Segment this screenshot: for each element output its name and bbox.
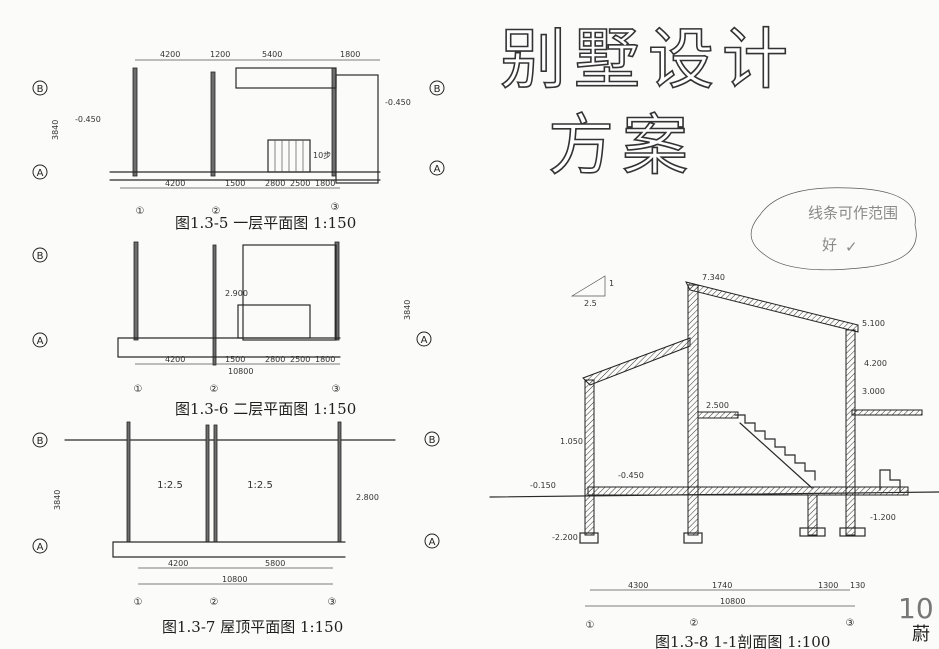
grid-row-label: A <box>37 542 44 553</box>
grid-row-label: A <box>429 537 436 548</box>
title-line-2: 方案 <box>548 107 696 184</box>
dim: 2500 <box>290 355 310 364</box>
wall <box>334 241 340 341</box>
stair-label: 10步 <box>313 151 331 160</box>
check-mark-icon: ✓ <box>845 238 858 256</box>
grid-axis-label: ③ <box>331 202 340 213</box>
grid-row-label: B <box>429 435 436 446</box>
dim: 2500 <box>290 179 310 188</box>
elevation-label: -0.450 <box>618 471 644 480</box>
roof-plan: 1:2.5 1:2.5 2.800 3840 4200 5800 10800 B… <box>32 421 440 636</box>
grid-row-label: B <box>434 84 441 95</box>
elevation-label: -0.450 <box>385 98 411 107</box>
dim: 1800 <box>340 50 360 59</box>
elevation-label: 2.800 <box>356 493 379 502</box>
dim: 1300 <box>818 581 838 590</box>
dim: 4200 <box>165 179 185 188</box>
grid-axis-label: ② <box>210 597 219 608</box>
grid-axis-label: ① <box>586 620 595 631</box>
wall <box>133 241 139 341</box>
total-dim: 10800 <box>222 575 247 584</box>
second-floor-plan: 2.900 3840 4200 1500 2800 2500 1800 1080… <box>32 241 432 418</box>
grid-axis-label: ① <box>134 384 143 395</box>
grid-axis-label: ③ <box>846 618 855 629</box>
grid-row-label: B <box>37 436 44 447</box>
annotation-line-2: 好 <box>822 236 837 254</box>
dim: 1200 <box>210 50 230 59</box>
elevation-label: 5.100 <box>862 319 885 328</box>
grid-axis-label: ③ <box>332 384 341 395</box>
elevation-label: 4.200 <box>864 359 887 368</box>
dim: 4300 <box>628 581 648 590</box>
sheet-title: 别墅设计 方案 <box>499 20 796 185</box>
grid-row-label: B <box>37 84 44 95</box>
grid-row-label: A <box>37 336 44 347</box>
grid-axis-label: ② <box>690 618 699 629</box>
grid-axis-label: ① <box>136 206 145 217</box>
roof-slope-label: 1:2.5 <box>247 480 273 491</box>
wall <box>331 67 337 177</box>
elevation-label: -2.200 <box>552 533 578 542</box>
teacher-annotation: 线条可作范围 好 ✓ <box>750 187 917 271</box>
side-dim: 3840 <box>53 490 62 510</box>
dim: 5800 <box>265 559 285 568</box>
dim: 4200 <box>168 559 188 568</box>
wall <box>212 244 217 366</box>
dim: 130 <box>850 581 865 590</box>
grid-row-label: A <box>37 168 44 179</box>
plan-caption: 图1.3-5 一层平面图 1:150 <box>175 214 356 232</box>
elevation-label: -0.150 <box>530 481 556 490</box>
wall <box>132 67 138 177</box>
grid-row-label: A <box>434 164 441 175</box>
dim: 1740 <box>712 581 732 590</box>
signature: 蔚 <box>912 624 930 645</box>
elevation-label: 3.000 <box>862 387 885 396</box>
elevation-label: -1.200 <box>870 513 896 522</box>
dim: 1500 <box>225 179 245 188</box>
wall <box>584 379 595 536</box>
wall <box>687 284 699 536</box>
grid-axis-label: ② <box>212 206 221 217</box>
wall <box>205 424 210 543</box>
slope-rise-label: 1 <box>609 279 614 288</box>
wall <box>210 71 216 177</box>
elevation-label: 2.900 <box>225 289 248 298</box>
section-caption: 图1.3-8 1-1剖面图 1:100 <box>655 633 830 649</box>
annotation-line-1: 线条可作范围 <box>808 204 898 222</box>
grid-row-label: B <box>37 251 44 262</box>
dim: 1800 <box>315 355 335 364</box>
stair <box>267 139 311 173</box>
dim: 2800 <box>265 355 285 364</box>
dim: 2800 <box>265 179 285 188</box>
elevation-label: 1.050 <box>560 437 583 446</box>
slope-label: 2.5 <box>584 299 597 308</box>
page-number: 10 <box>898 592 934 625</box>
wall <box>845 329 856 536</box>
dim: 4200 <box>160 50 180 59</box>
total-dim: 10800 <box>720 597 745 606</box>
dim: 4200 <box>165 355 185 364</box>
section-drawing: 2.5 1 7.340 5.100 4.200 3.000 2.500 1.05… <box>489 273 939 649</box>
wall <box>213 424 218 543</box>
total-dim: 10800 <box>228 367 253 376</box>
grid-axis-label: ③ <box>328 597 337 608</box>
plan-caption: 图1.3-7 屋顶平面图 1:150 <box>162 618 343 636</box>
elevation-label: -0.450 <box>75 115 101 124</box>
elevation-label: 7.340 <box>702 273 725 282</box>
title-line-1: 别墅设计 <box>500 21 796 98</box>
side-dim: 3840 <box>403 300 412 320</box>
dim: 1800 <box>315 179 335 188</box>
wall <box>337 421 342 543</box>
roof-slope-label: 1:2.5 <box>157 480 183 491</box>
grid-axis-label: ② <box>210 384 219 395</box>
dim: 1500 <box>225 355 245 364</box>
plan-caption: 图1.3-6 二层平面图 1:150 <box>175 400 356 418</box>
side-dim: 3840 <box>51 120 60 140</box>
grid-axis-label: ① <box>134 597 143 608</box>
grid-row-label: A <box>421 335 428 346</box>
first-floor-plan: 4200 1200 5400 1800 10步 -0.450 -0.450 38… <box>32 50 445 232</box>
wall <box>126 421 131 543</box>
elevation-label: 2.500 <box>706 401 729 410</box>
dim: 5400 <box>262 50 282 59</box>
